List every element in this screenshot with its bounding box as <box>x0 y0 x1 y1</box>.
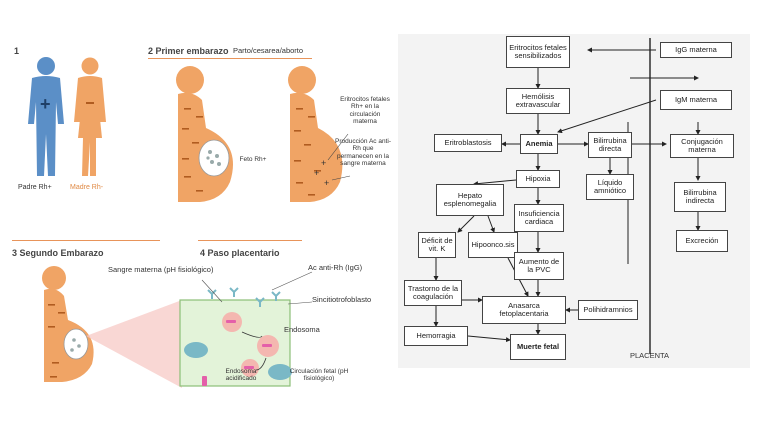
step2-subtitle: Parto/cesarea/aborto <box>233 46 304 55</box>
box-bilirrubina-indirecta: Bilirrubina indirecta <box>674 182 726 212</box>
box-anemia: Anemia <box>520 134 558 154</box>
pregnant-woman-2: + + + <box>288 66 351 202</box>
box-hipoxia: Hipoxia <box>516 170 560 188</box>
step2-divider <box>148 58 312 59</box>
box-eritroblastosis: Eritroblastosis <box>434 134 502 152</box>
father-label: Padre Rh+ <box>18 184 52 191</box>
fetal-vessel-left <box>184 342 208 358</box>
maternal-blood-label: Sangre materna (pH fisiológico) <box>108 265 214 274</box>
step3-divider <box>12 240 160 241</box>
box-deficit-vitk: Déficit de vit. K <box>418 232 456 258</box>
acidified-endosome-label: Endosoma acidificado <box>225 368 257 383</box>
box-muerte-fetal: Muerte fetal <box>510 334 566 360</box>
box-excrecion: Excreción <box>676 230 728 252</box>
svg-text:+: + <box>40 94 51 114</box>
pathophysiology-flowchart: Eritrocitos fetales sensibilizados IgG m… <box>398 34 750 368</box>
rh-isoimmunization-illustration: 1 + Padre Rh+ Madre Rh- 2 Primer embaraz… <box>12 40 391 388</box>
box-igg: IgG materna <box>660 42 732 58</box>
placenta-label: PLACENTA <box>630 351 670 360</box>
fetus-label: Feto Rh+ <box>239 156 267 163</box>
endosome-label: Endosoma <box>284 325 320 334</box>
step3-title: 3 Segundo Embarazo <box>12 248 104 258</box>
box-conjugacion: Conjugación materna <box>670 134 734 158</box>
box-eritrocitos: Eritrocitos fetales sensibilizados <box>506 36 570 68</box>
svg-text:+: + <box>321 158 326 168</box>
mother-label: Madre Rh- <box>70 184 104 191</box>
antibody-label: Ac anti-Rh (IgG) <box>308 263 363 272</box>
pregnant-woman-3 <box>42 266 94 382</box>
first-pregnancy-figures: + + + <box>176 66 351 202</box>
box-liquido-amniotico: Líquido amniótico <box>586 174 634 200</box>
box-hepatoesplenomegalia: Hepato esplenomegalia <box>436 184 504 216</box>
syncytiotrophoblast-label: Sincitiotrofoblasto <box>312 295 372 304</box>
parents-figures: + <box>28 57 106 176</box>
placental-passage-diagram <box>42 266 313 388</box>
antibody-production-label: Producción Ac anti-Rh que permanecen en … <box>334 138 391 168</box>
father-figure: + <box>28 57 64 176</box>
box-trastorno-coagulacion: Trastorno de la coagulación <box>404 280 462 306</box>
mother-figure <box>74 57 106 176</box>
box-anasarca: Anasarca fetoplacentaria <box>482 296 566 324</box>
step2-title: 2 Primer embarazo <box>148 46 229 56</box>
step1-number: 1 <box>14 46 20 56</box>
box-insuficiencia: Insuficiencia cardiaca <box>514 204 564 232</box>
step4-divider <box>198 240 302 241</box>
pregnant-woman-1 <box>176 66 233 202</box>
box-hipoproteinemia: Hipoonco.sis <box>468 232 518 258</box>
svg-text:+: + <box>324 178 329 188</box>
fetal-circulation-label: Circulación fetal (pH fisiológico) <box>289 368 349 383</box>
box-polihidramnios: Polihidramnios <box>578 300 638 320</box>
step4-title: 4 Paso placentario <box>200 248 280 258</box>
box-bilirrubina-directa: Bilirrubina directa <box>588 132 632 158</box>
erythrocytes-label: Eritrocitos fetales Rh+ en la circulació… <box>340 96 390 126</box>
box-aumento-pvc: Aumento de la PVC <box>514 252 564 280</box>
box-hemorragia: Hemorragia <box>404 326 468 346</box>
box-hemolisis: Hemólisis extravascular <box>506 88 570 114</box>
fetal-vessel-right <box>268 364 292 380</box>
box-igm: IgM materna <box>660 90 732 110</box>
svg-text:+: + <box>314 168 319 178</box>
